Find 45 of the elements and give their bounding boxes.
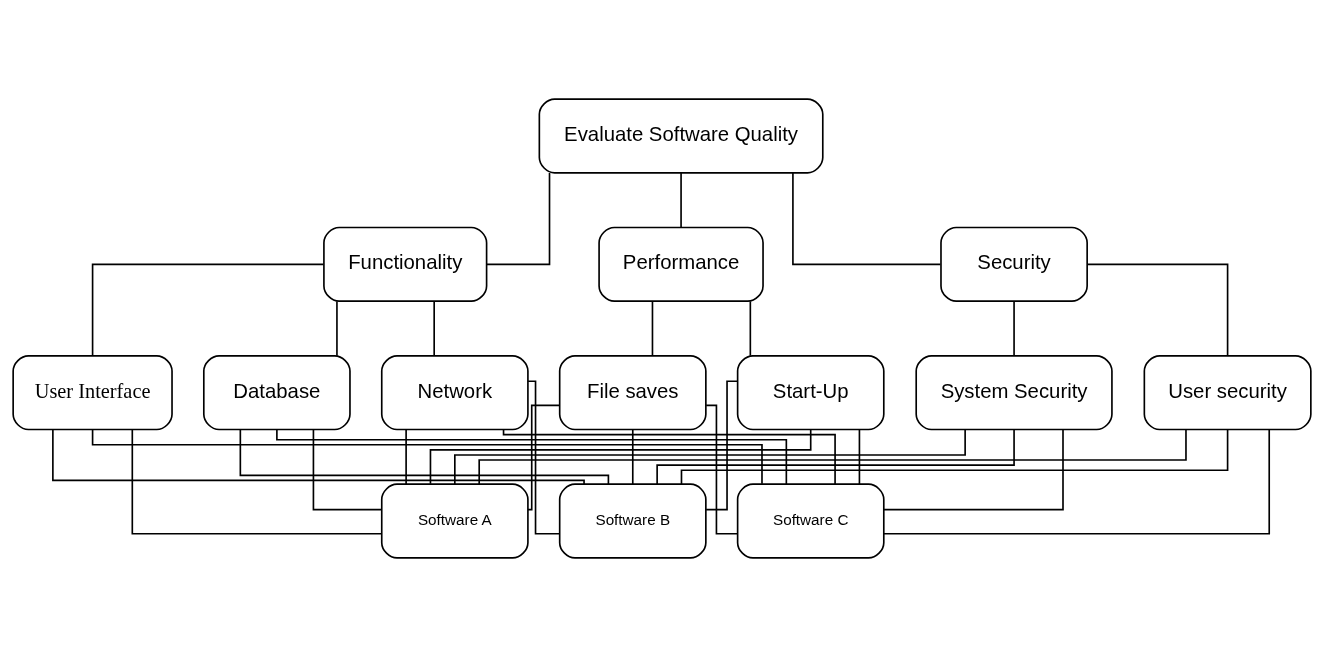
node-box: Security <box>940 226 1088 302</box>
connector <box>680 171 682 228</box>
node-box: User security <box>1143 354 1312 430</box>
connector <box>454 428 966 485</box>
node-box: Software C <box>736 482 885 559</box>
connector <box>91 263 325 356</box>
connector <box>883 428 1064 510</box>
connector <box>312 428 383 510</box>
connector <box>91 428 763 485</box>
connector <box>478 428 1187 485</box>
connector <box>1086 263 1229 356</box>
node-box: System Security <box>915 354 1113 430</box>
connector <box>705 404 739 535</box>
connector <box>631 428 634 485</box>
node-box: Software A <box>380 482 529 559</box>
connector <box>527 379 561 535</box>
node-box: User Interface <box>12 354 173 430</box>
connector <box>656 428 1015 485</box>
connector <box>485 171 551 265</box>
connector <box>749 300 752 356</box>
connector <box>1013 300 1015 356</box>
node-box: Evaluate Software Quality <box>538 97 824 174</box>
node-box: Start-Up <box>736 354 885 430</box>
connector <box>502 428 836 485</box>
connector <box>429 428 812 485</box>
connector <box>336 300 338 356</box>
connector <box>239 428 610 485</box>
connector <box>527 404 561 510</box>
node-box: Network <box>380 354 529 430</box>
node-box: Database <box>202 354 351 430</box>
connector <box>131 428 383 535</box>
connector <box>858 428 861 485</box>
connector <box>883 428 1271 535</box>
connector <box>52 428 585 485</box>
connector <box>405 428 407 485</box>
connector <box>792 171 942 265</box>
node-box: Software B <box>558 482 707 559</box>
connector <box>705 379 739 510</box>
connector <box>651 300 654 356</box>
connector <box>433 300 435 356</box>
node-box: Functionality <box>323 226 488 302</box>
connector <box>276 428 788 485</box>
connector <box>680 428 1229 485</box>
node-box: Performance <box>598 226 764 302</box>
node-box: File saves <box>558 354 707 430</box>
